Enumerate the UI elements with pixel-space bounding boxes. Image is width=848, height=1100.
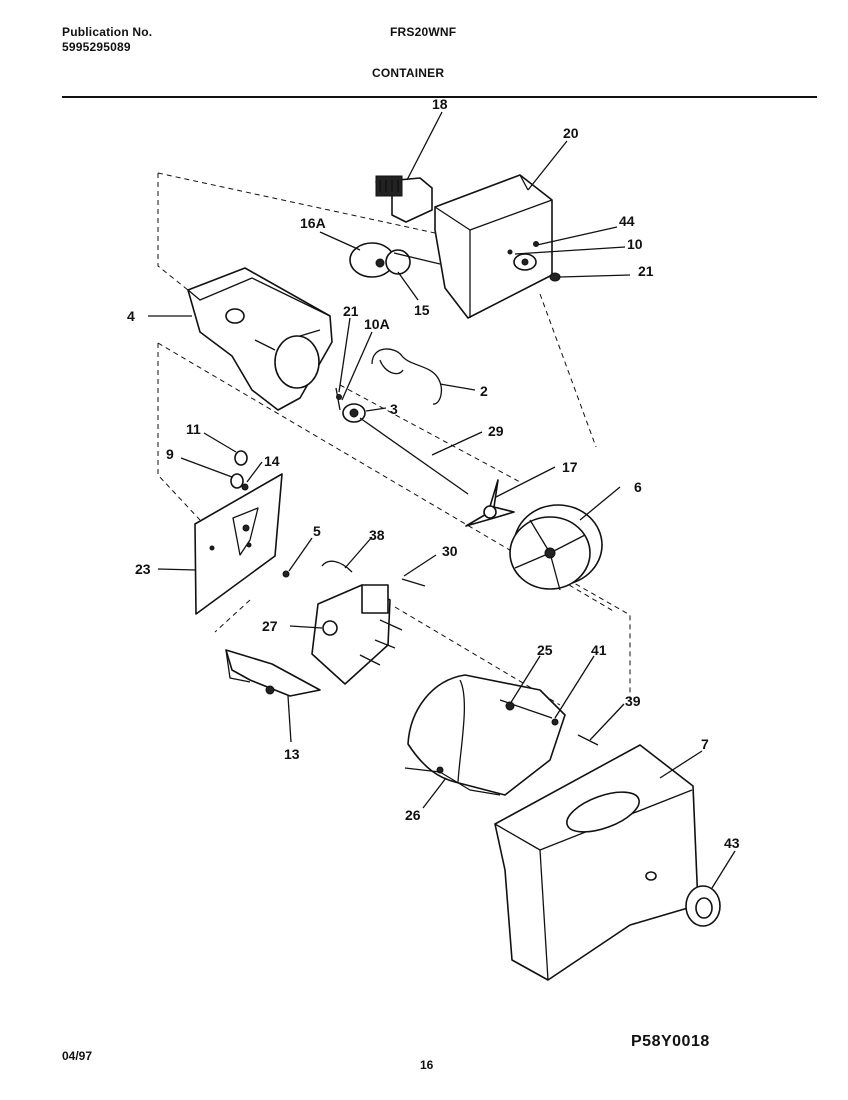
part-2-wire-harness [371,348,442,405]
page-number: 16 [420,1058,434,1072]
callout-9: 9 [166,446,174,462]
callout-15: 15 [414,302,430,318]
callout-21-mid: 21 [343,303,359,319]
header-divider [62,96,817,98]
model-number: FRS20WNF [390,25,457,39]
section-title: CONTAINER [372,66,445,80]
part-17-crusher-blade [465,479,515,527]
callout-23: 23 [135,561,151,577]
callout-38: 38 [369,527,385,543]
part-25-41-26-chute-housing [404,674,566,796]
callout-14: 14 [264,453,280,469]
callout-4: 4 [127,308,135,324]
callout-labels: 18 20 16A 44 10 21 15 4 21 10A 2 3 29 11… [127,96,740,851]
part-7-front-cover [494,744,699,981]
callout-11: 11 [186,421,201,437]
part-3-bearing [342,403,366,423]
callout-41: 41 [591,642,607,658]
callout-27: 27 [262,618,278,634]
callout-3: 3 [390,401,398,417]
part-23-mounting-plate [194,473,283,615]
callout-43: 43 [724,835,740,851]
part-20-motor-housing [434,174,553,319]
callout-26: 26 [405,807,421,823]
callout-30: 30 [442,543,458,559]
part-43-cap [685,885,721,927]
part-29-auger-shaft [359,417,469,495]
part-4-ice-bucket [187,267,333,411]
callout-29: 29 [488,423,504,439]
callout-7: 7 [701,736,709,752]
leader-lines [148,111,736,889]
part-5-screw [282,570,290,578]
drawing-id: P58Y0018 [631,1033,710,1050]
callout-21-top: 21 [638,263,654,279]
part-39-screw [577,734,599,746]
part-11-9-14-washers [230,450,249,491]
part-6-auger-drum [509,504,603,591]
callout-25: 25 [537,642,553,658]
callout-10A: 10A [364,316,390,332]
callout-17: 17 [562,459,578,475]
callout-44: 44 [619,213,635,229]
publication-number: 5995295089 [62,40,131,54]
callout-2: 2 [480,383,488,399]
callout-18: 18 [432,96,448,112]
part-16A-15-motor [349,242,441,278]
callout-13: 13 [284,746,300,762]
callout-39: 39 [625,693,641,709]
part-13-ice-door [225,649,321,697]
publication-label: Publication No. [62,25,153,39]
part-10A-21-clip [335,387,342,411]
callout-10: 10 [627,236,643,252]
callout-20: 20 [563,125,579,141]
callout-6: 6 [634,479,642,495]
part-18-switch [375,175,433,223]
publication-date: 04/97 [62,1049,93,1063]
callout-16A: 16A [300,215,326,231]
part-30-screw [401,578,426,587]
part-38-27-solenoid-bracket [311,560,403,685]
callout-5: 5 [313,523,321,539]
